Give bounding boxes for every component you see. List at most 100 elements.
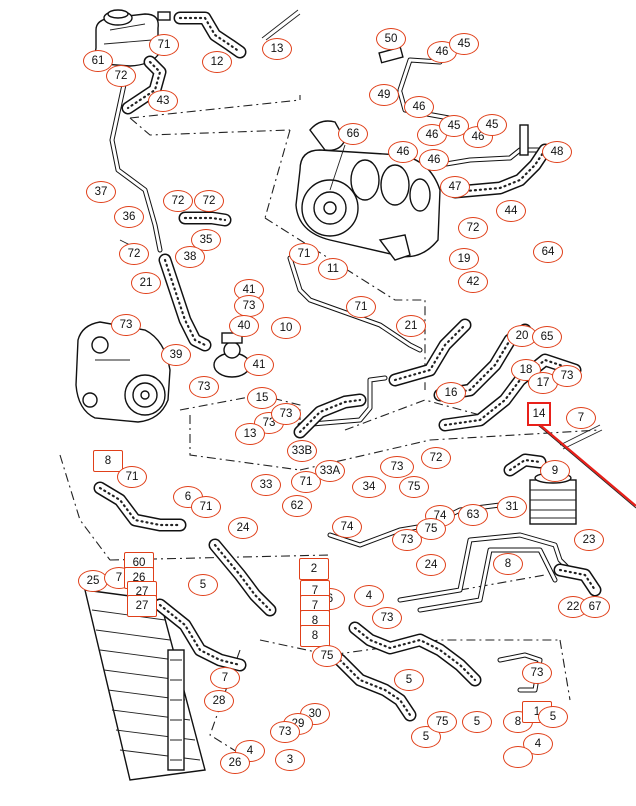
callout-67: 75 (312, 645, 342, 667)
callout-33: 62 (282, 495, 312, 517)
callout-45: 45 (477, 114, 507, 136)
radiator (84, 589, 206, 781)
callout-48: 48 (542, 141, 572, 163)
callout-73: 40 (229, 315, 259, 337)
callout-21: 20 (507, 325, 537, 347)
callout-24: 23 (574, 529, 604, 551)
callout-72: 38 (175, 246, 205, 268)
callout-71: 71 (149, 34, 179, 56)
callout-31: 74 (332, 516, 362, 538)
callout-11: 11 (318, 258, 348, 280)
callout-50: 50 (376, 28, 406, 50)
callout-40: 10 (271, 317, 301, 339)
callout-34: 75 (399, 476, 429, 498)
callout-72: 72 (163, 190, 193, 212)
callout-72: 9 (540, 460, 570, 482)
callout-7: 73 (522, 662, 552, 684)
thermostat-housing (213, 332, 251, 378)
callout-27: 5 (188, 574, 218, 596)
callout-47: 47 (440, 176, 470, 198)
callout-27: 27 (127, 595, 157, 617)
callout-41: 73 (189, 376, 219, 398)
callout-72: 72 (106, 65, 136, 87)
callout-71: 71 (289, 243, 319, 265)
callout-73: 16 (436, 382, 466, 404)
callout-39: 41 (244, 354, 274, 376)
callout-46: 46 (404, 96, 434, 118)
callout-7: 8 (93, 450, 123, 472)
callout-37: 37 (86, 181, 116, 203)
callout-44: 44 (496, 200, 526, 222)
callout-72: 72 (119, 243, 149, 265)
callout-5: 2 (299, 558, 329, 580)
callout-75: 5 (462, 711, 492, 733)
callout-29: 73 (270, 721, 300, 743)
callout-4: 26 (220, 752, 250, 774)
callout-45: 45 (439, 115, 469, 137)
callout-71: 33A (315, 460, 345, 482)
callout-8: 71 (117, 466, 147, 488)
callout-8: 8 (300, 625, 330, 647)
callout-14: 15 (247, 387, 277, 409)
callout-72: 72 (458, 217, 488, 239)
callout-73: 73 (271, 403, 301, 425)
callout-61: 61 (83, 50, 113, 72)
callout-63: 31 (497, 496, 527, 518)
callout-3: 4 (523, 733, 553, 755)
callout-16-highlighted: 14 (527, 402, 551, 426)
callout-21: 42 (458, 271, 488, 293)
callout-10: 71 (346, 296, 376, 318)
callout-4 (503, 746, 533, 768)
callout-5: 75 (427, 711, 457, 733)
callout-33b: 73 (380, 456, 414, 478)
callout-46: 46 (388, 141, 418, 163)
callout-72: 72 (194, 190, 224, 212)
callout-12: 12 (202, 51, 232, 73)
callout-49: 49 (369, 84, 399, 106)
callout-41: 73 (234, 295, 264, 317)
callout-65: 73 (111, 314, 141, 336)
callout-71: 21 (396, 315, 426, 337)
callout-74: 63 (458, 504, 488, 526)
turbocharger (295, 120, 441, 261)
coolant-hoses (93, 11, 602, 722)
callout-46: 46 (419, 149, 449, 171)
callout-71: 33B (287, 440, 317, 462)
callout-17: 73 (552, 365, 582, 387)
callout-64: 64 (533, 241, 563, 263)
callout-43: 43 (148, 90, 178, 112)
callout-22: 67 (580, 596, 610, 618)
callout-73: 5 (394, 669, 424, 691)
callout-33a: 34 (352, 476, 386, 498)
callout-5: 28 (204, 690, 234, 712)
callout-13: 13 (262, 38, 292, 60)
callout-73: 13 (235, 423, 265, 445)
callout-7: 4 (354, 585, 384, 607)
callout-24: 24 (416, 554, 446, 576)
callout-73: 75 (416, 518, 446, 540)
callout-1: 5 (538, 706, 568, 728)
callout-20: 65 (532, 326, 562, 348)
callout-45: 45 (449, 33, 479, 55)
callout-35: 35 (191, 229, 221, 251)
callout-73: 72 (421, 447, 451, 469)
callout-9: 71 (291, 471, 321, 493)
callout-66: 66 (338, 123, 368, 145)
callout-26: 3 (275, 749, 305, 771)
callout-73: 39 (161, 344, 191, 366)
callout-36: 36 (114, 206, 144, 228)
highlight-arrow-line (539, 424, 636, 507)
callout-71: 33 (251, 474, 281, 496)
callout-13: 7 (566, 407, 596, 429)
callout-23: 8 (493, 553, 523, 575)
callout-75: 24 (228, 517, 258, 539)
water-pump (75, 321, 171, 423)
callout-60: 25 (78, 570, 108, 592)
callout-75: 7 (210, 667, 240, 689)
callout-74: 73 (392, 529, 422, 551)
callout-19: 19 (449, 248, 479, 270)
callout-6: 71 (191, 496, 221, 518)
hose-clamp-tools (261, 9, 603, 450)
callout-38: 21 (131, 272, 161, 294)
